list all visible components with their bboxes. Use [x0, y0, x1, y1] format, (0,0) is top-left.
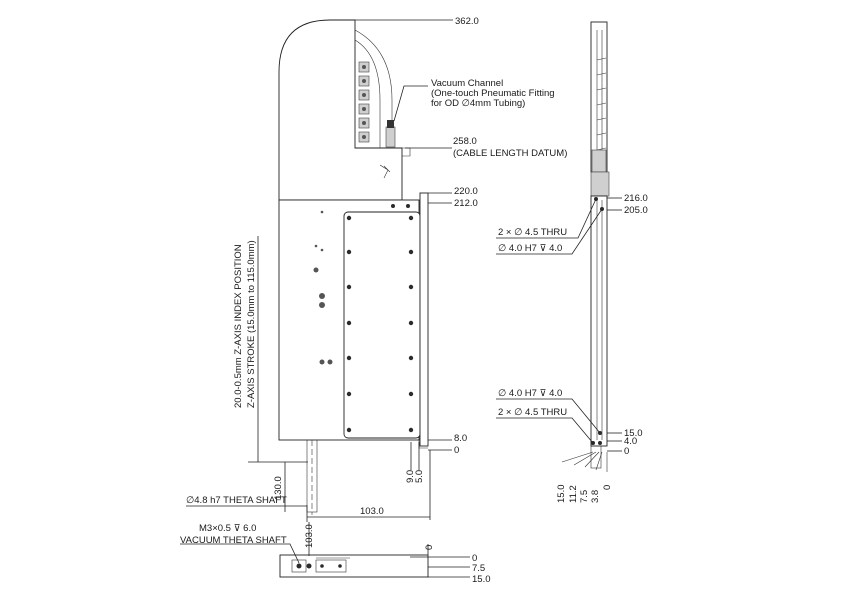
bot-15: 15.0	[472, 574, 491, 585]
b-38: 3.8	[590, 490, 601, 503]
cable-datum: (CABLE LENGTH DATUM)	[453, 148, 567, 159]
dim-103-v: 103.0	[304, 524, 315, 548]
vacuum-fitting	[385, 126, 396, 148]
cable-chain-links	[358, 61, 370, 143]
side-rail-lower	[590, 195, 608, 447]
motor-plate	[343, 211, 421, 439]
bot-0: 0	[472, 553, 477, 564]
bottom-view	[180, 522, 470, 578]
z-stroke-label: Z-AXIS STROKE (15.0mm to 115.0mm)	[246, 240, 257, 408]
dim-205: 205.0	[624, 205, 648, 216]
bot-75: 7.5	[472, 563, 485, 574]
h7-top: ∅ 4.0 H7 ⊽ 4.0	[498, 243, 562, 254]
thru-top: 2 × ∅ 4.5 THRU	[498, 227, 567, 238]
top-0: 0	[424, 545, 435, 550]
b-0: 0	[602, 485, 613, 490]
vacuum-label-1: Vacuum Channel	[431, 78, 503, 89]
side-rail	[419, 192, 429, 447]
cable-chain-arc	[354, 39, 381, 148]
dimension-texts: 362.0 Vacuum Channel (One-touch Pneumati…	[180, 16, 648, 585]
dim-5: 5.0	[414, 470, 425, 483]
dim-130: 130.0	[273, 476, 284, 500]
m3-label: M3×0.5 ⊽ 6.0	[199, 523, 256, 534]
vacuum-label-3: for OD ∅4mm Tubing)	[431, 98, 525, 109]
dim-103-h: 103.0	[360, 506, 384, 517]
vacuum-theta-label: VACUUM THETA SHAFT	[180, 535, 287, 546]
dim-9: 9.0	[405, 470, 416, 483]
z-index-label: 20.0-0.5mm Z-AXIS INDEX POSITION	[233, 244, 244, 408]
dim-220: 220.0	[454, 186, 478, 197]
front-view	[278, 19, 429, 515]
front-dimension-lines	[186, 19, 453, 522]
dim-15-side: 15.0	[624, 428, 643, 439]
dim-212: 212.0	[454, 198, 478, 209]
vacuum-label-2: (One-touch Pneumatic Fitting	[431, 88, 555, 99]
plate-screws	[346, 204, 414, 433]
bottom-body	[279, 554, 429, 578]
dim-362: 362.0	[455, 16, 479, 27]
dim-216: 216.0	[624, 193, 648, 204]
b-75: 7.5	[579, 490, 590, 503]
theta-shaft-label: ∅4.8 h7 THETA SHAFT	[186, 495, 287, 506]
dim-258: 258.0	[453, 136, 477, 147]
thru-bot: 2 × ∅ 4.5 THRU	[498, 407, 567, 418]
dim-4-side: 4.0	[624, 436, 637, 447]
b-112: 11.2	[568, 485, 579, 503]
dim-8: 8.0	[454, 433, 467, 444]
b-15: 15.0	[556, 485, 567, 504]
dim-0-side: 0	[624, 446, 629, 457]
side-dimension-lines	[496, 197, 622, 472]
dim-0-main: 0	[454, 445, 459, 456]
h7-bot: ∅ 4.0 H7 ⊽ 4.0	[498, 388, 562, 399]
cable-carrier-housing	[278, 19, 403, 201]
body-holes	[313, 210, 333, 365]
side-view	[590, 21, 610, 469]
